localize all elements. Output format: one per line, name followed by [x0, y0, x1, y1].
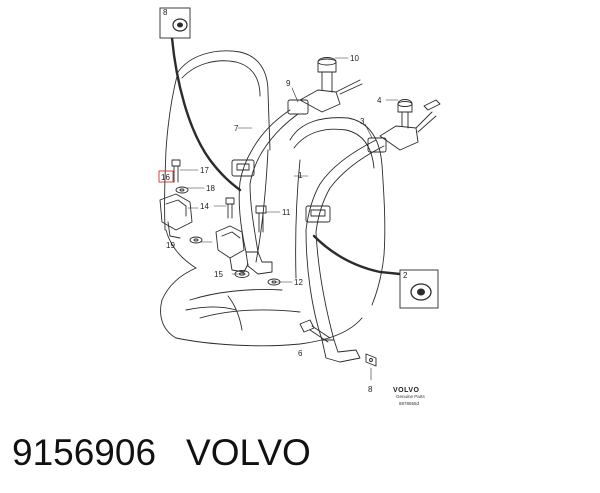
nut-19 — [189, 236, 203, 244]
left-lower-anchor — [245, 251, 273, 275]
callout-8-bottom: 8 — [368, 385, 373, 394]
detail-box-8 — [159, 7, 191, 39]
callout-1: 1 — [298, 171, 303, 180]
brand-block: VOLVO Genuine Parts 8878555d — [393, 387, 426, 406]
diagram-code: 8878555d — [399, 401, 420, 406]
left-upper-anchor — [287, 57, 363, 115]
callout-4: 4 — [377, 96, 382, 105]
detail-box-2 — [399, 269, 439, 309]
reference-curve-2 — [312, 234, 402, 276]
highlight-box-16 — [158, 170, 174, 183]
leader-lines — [179, 57, 399, 381]
make-name: VOLVO — [186, 432, 311, 473]
callout-8-top: 8 — [163, 8, 168, 17]
callout-16: 16 — [161, 173, 170, 182]
callout-2: 2 — [403, 271, 408, 280]
callout-19: 19 — [166, 241, 175, 250]
callout-12: 12 — [294, 278, 303, 287]
callout-18: 18 — [206, 184, 215, 193]
buckle-14 — [215, 225, 249, 273]
part-number: 9156906 — [12, 432, 157, 473]
callout-6: 6 — [298, 349, 303, 358]
bolt-17 — [171, 159, 181, 183]
callout-9: 9 — [286, 79, 291, 88]
callout-3: 3 — [360, 117, 365, 126]
bolt-11 — [255, 205, 267, 233]
right-belt-tongue — [305, 205, 331, 223]
callout-15: 15 — [214, 270, 223, 279]
seat-outline — [160, 50, 386, 347]
bolt-left-mid — [225, 197, 235, 219]
callout-labels: 8 10 9 4 3 7 1 17 16 18 14 11 19 15 12 2… — [161, 8, 408, 394]
buckle-16 — [159, 193, 193, 239]
right-lower-anchor — [321, 339, 361, 363]
volvo-logo: VOLVO — [393, 387, 420, 394]
callout-17: 17 — [200, 166, 209, 175]
right-upper-anchor — [367, 99, 441, 153]
parts-diagram: 8 10 9 4 3 7 1 17 16 18 14 11 19 15 12 2… — [158, 7, 441, 406]
callout-11: 11 — [282, 208, 291, 217]
callout-10: 10 — [350, 54, 359, 63]
washer-18 — [175, 186, 189, 194]
washer-8-lower — [365, 353, 377, 367]
callout-7: 7 — [234, 124, 239, 133]
right-belt-webbing — [305, 139, 385, 341]
part-caption: 9156906 VOLVO — [12, 428, 311, 478]
genuine-parts-text: Genuine Parts — [396, 394, 426, 399]
left-belt-webbing — [238, 109, 299, 253]
reference-curve-8 — [170, 36, 242, 192]
callout-14: 14 — [200, 202, 209, 211]
left-belt-tongue — [231, 159, 255, 177]
